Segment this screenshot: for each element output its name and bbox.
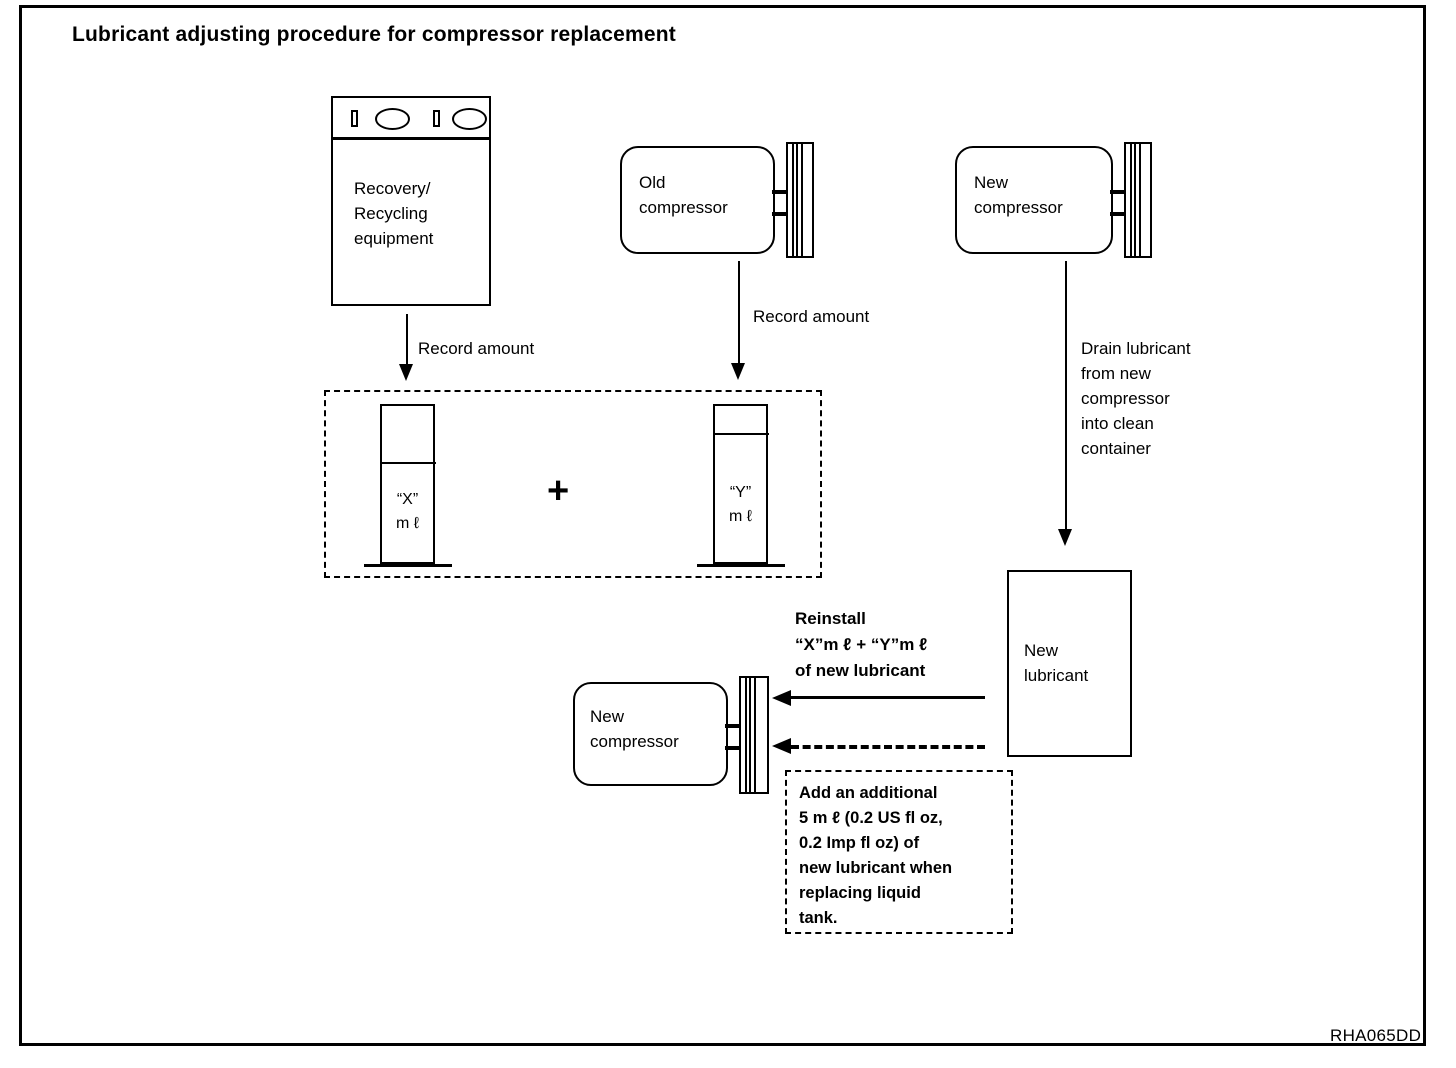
plus-operator: + — [547, 470, 570, 512]
old-compressor-body — [620, 146, 775, 254]
label-record-amount-right: Record amount — [753, 307, 870, 326]
old-compressor-label: Old compressor — [639, 173, 728, 217]
arrow-shaft-drain — [1065, 261, 1067, 531]
label-drain-lubricant: Drain lubricant from new compressor into… — [1081, 339, 1191, 458]
equipment-switch-icon — [433, 110, 440, 127]
new-compressor-pulley — [1124, 142, 1152, 258]
figure-frame: Lubricant adjusting procedure for compre… — [19, 5, 1426, 1046]
cylinder-x-label: “X” m ℓ — [396, 491, 419, 532]
old-compressor: Old compressor — [620, 142, 814, 258]
recorded-amounts-group: “X” m ℓ + “Y” m ℓ — [324, 390, 822, 578]
new-compressor-body — [573, 682, 728, 786]
equipment-switch-icon — [351, 110, 358, 127]
new-compressor-body — [955, 146, 1113, 254]
cylinder-y-label: “Y” m ℓ — [729, 484, 752, 525]
new-lubricant-label: New lubricant — [1024, 641, 1089, 685]
arrow-head-record-left — [399, 364, 413, 381]
new-compressor-label: New compressor — [974, 173, 1063, 217]
cylinder-x-base — [364, 564, 452, 567]
arrow-shaft-reinstall — [791, 696, 985, 699]
new-lubricant-container: New lubricant — [1007, 570, 1132, 757]
cylinder-x: “X” m ℓ — [379, 404, 436, 564]
equipment-gauge-icon — [375, 108, 410, 130]
additional-lubricant-note: Add an additional 5 m ℓ (0.2 US fl oz, 0… — [785, 770, 1013, 934]
label-record-amount-left: Record amount — [418, 339, 535, 358]
cylinder-x-fill-line — [379, 462, 436, 464]
arrow-head-additional — [772, 738, 791, 754]
recovery-equipment-label: Recovery/ Recycling equipment — [354, 179, 434, 248]
figure-title: Lubricant adjusting procedure for compre… — [72, 23, 676, 46]
arrow-shaft-additional — [791, 745, 985, 749]
note-text: Add an additional 5 m ℓ (0.2 US fl oz, 0… — [799, 784, 953, 927]
new-compressor-label: New compressor — [590, 707, 679, 751]
arrow-head-record-right — [731, 363, 745, 380]
equipment-gauge-icon — [452, 108, 487, 130]
equipment-control-panel — [333, 98, 489, 140]
figure-code: RHA065DD — [1330, 1026, 1422, 1045]
cylinder-y-base — [697, 564, 785, 567]
recovery-recycling-equipment: Recovery/ Recycling equipment — [331, 96, 491, 306]
new-compressor-bottom: New compressor — [573, 676, 769, 794]
arrow-shaft-record-right — [738, 261, 740, 365]
new-compressor-pulley — [739, 676, 769, 794]
cylinder-y: “Y” m ℓ — [712, 404, 769, 564]
arrow-head-reinstall — [772, 690, 791, 706]
cylinder-y-fill-line — [712, 433, 769, 435]
label-reinstall: Reinstall “X”m ℓ + “Y”m ℓ of new lubrica… — [795, 609, 928, 680]
arrow-head-drain — [1058, 529, 1072, 546]
arrow-shaft-record-left — [406, 314, 408, 366]
new-compressor-top: New compressor — [955, 142, 1152, 258]
old-compressor-pulley — [786, 142, 814, 258]
